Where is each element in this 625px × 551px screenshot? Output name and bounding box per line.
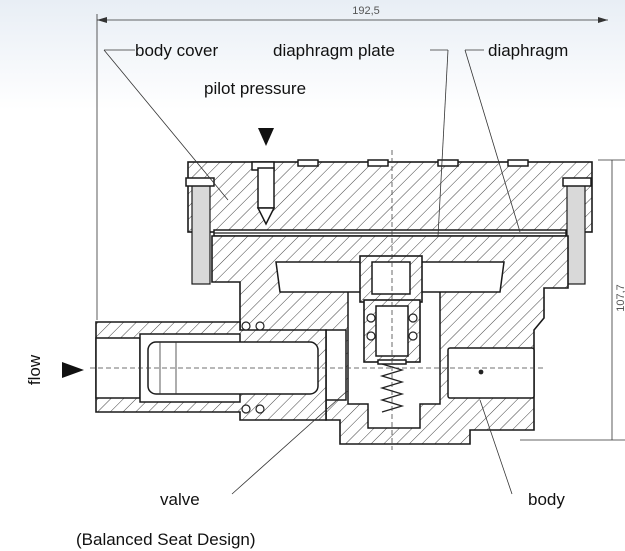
leader-lines (103, 49, 521, 495)
width-dimension: 192,5 (96, 5, 608, 320)
pilot-pressure-label: pilot pressure (204, 79, 306, 98)
flow-arrow-icon (62, 362, 84, 378)
valve-body (211, 235, 569, 445)
diaphragm-plate-label: diaphragm plate (273, 41, 395, 60)
height-dimension-value: 107,7 (615, 284, 625, 312)
balanced-seat-design-label: (Balanced Seat Design) (76, 530, 256, 549)
diaphragm-label: diaphragm (488, 41, 568, 60)
valve-label: valve (160, 490, 200, 509)
width-dimension-value: 192,5 (352, 5, 380, 17)
inlet-connector (95, 321, 327, 421)
flow-label: flow (25, 354, 44, 385)
height-dimension: 107,7 (520, 159, 625, 441)
body-cover-label: body cover (135, 41, 218, 60)
body-cover (185, 159, 593, 285)
pilot-pressure-arrow-icon (258, 128, 274, 146)
body-label: body (528, 490, 565, 509)
